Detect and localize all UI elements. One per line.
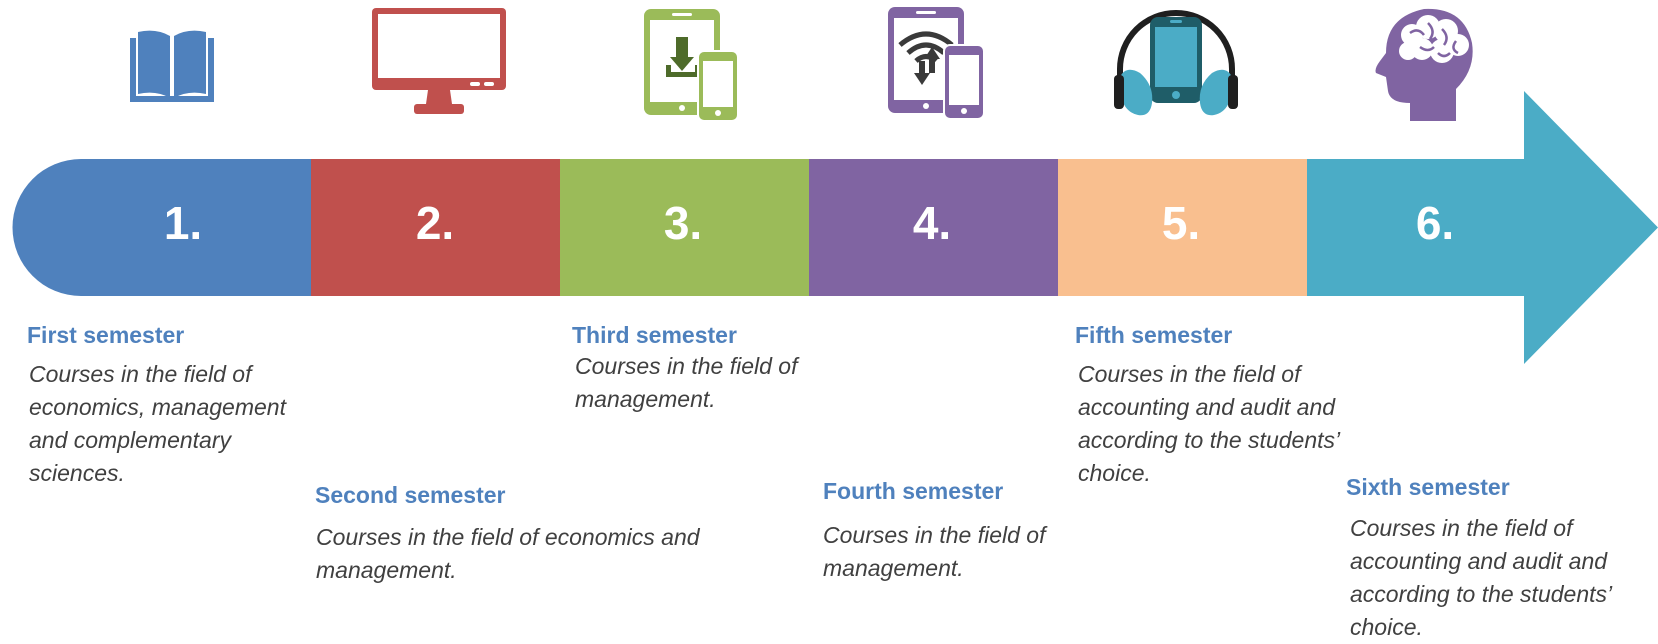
step-description-6: Courses in the field of accounting and a…: [1350, 515, 1611, 640]
segment-2: [311, 159, 560, 296]
step-title-4: Fourth semester: [823, 478, 1004, 504]
tablet-wifi-icon: [888, 7, 984, 119]
segment-4: [809, 159, 1058, 296]
segment-6: [1307, 91, 1658, 364]
step-title-2: Second semester: [315, 482, 506, 508]
step-title-1: First semester: [27, 322, 185, 348]
step-number-4: 4.: [912, 197, 952, 249]
step-description-5: Courses in the field of accounting and a…: [1078, 361, 1339, 486]
step-number-5: 5.: [1161, 197, 1201, 249]
segment-1: [12, 159, 312, 296]
step-title-5: Fifth semester: [1075, 322, 1233, 348]
segment-5: [1058, 159, 1307, 296]
book-icon: [130, 30, 214, 102]
monitor-icon: [372, 8, 506, 114]
step-description-2: Courses in the field of economics and ma…: [316, 524, 700, 583]
headphones-phone-icon: [1114, 10, 1238, 116]
step-number-6: 6.: [1415, 197, 1455, 249]
step-description-1: Courses in the field of economics, manag…: [29, 361, 286, 486]
brain-head-icon: [1375, 8, 1473, 121]
segment-3: [560, 159, 809, 296]
step-title-3: Third semester: [572, 322, 737, 348]
step-number-3: 3.: [663, 197, 703, 249]
step-description-3: Courses in the field of management.: [575, 353, 798, 412]
tablet-download-icon: [644, 9, 738, 121]
step-title-6: Sixth semester: [1346, 474, 1510, 500]
step-description-4: Courses in the field of management.: [823, 522, 1046, 581]
step-number-1: 1.: [163, 197, 203, 249]
step-number-2: 2.: [415, 197, 455, 249]
